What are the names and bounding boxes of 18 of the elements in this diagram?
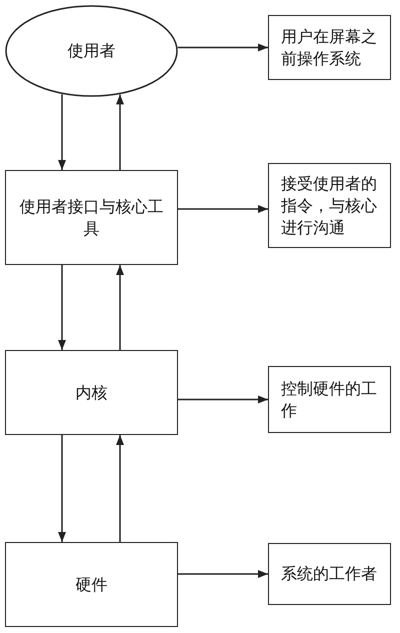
arrow [58,265,66,350]
arrow [178,396,268,404]
layer-box: 使用者接口与核心工具 [5,170,178,265]
arrow [58,435,66,542]
arrow [116,265,124,350]
arrow [178,205,268,213]
arrow [116,94,124,170]
arrow [58,94,66,170]
description-box: 用户在屏幕之前操作系统 [268,15,391,80]
description-box: 接受使用者的指令，与核心进行沟通 [268,163,391,248]
user-ellipse: 使用者 [5,5,178,97]
arrow [178,570,268,578]
layer-box: 内核 [5,350,178,435]
description-box: 系统的工作者 [268,543,391,605]
layer-box: 硬件 [5,542,178,627]
description-box: 控制硬件的工作 [268,366,391,433]
arrow [178,44,268,52]
arrow [116,435,124,542]
